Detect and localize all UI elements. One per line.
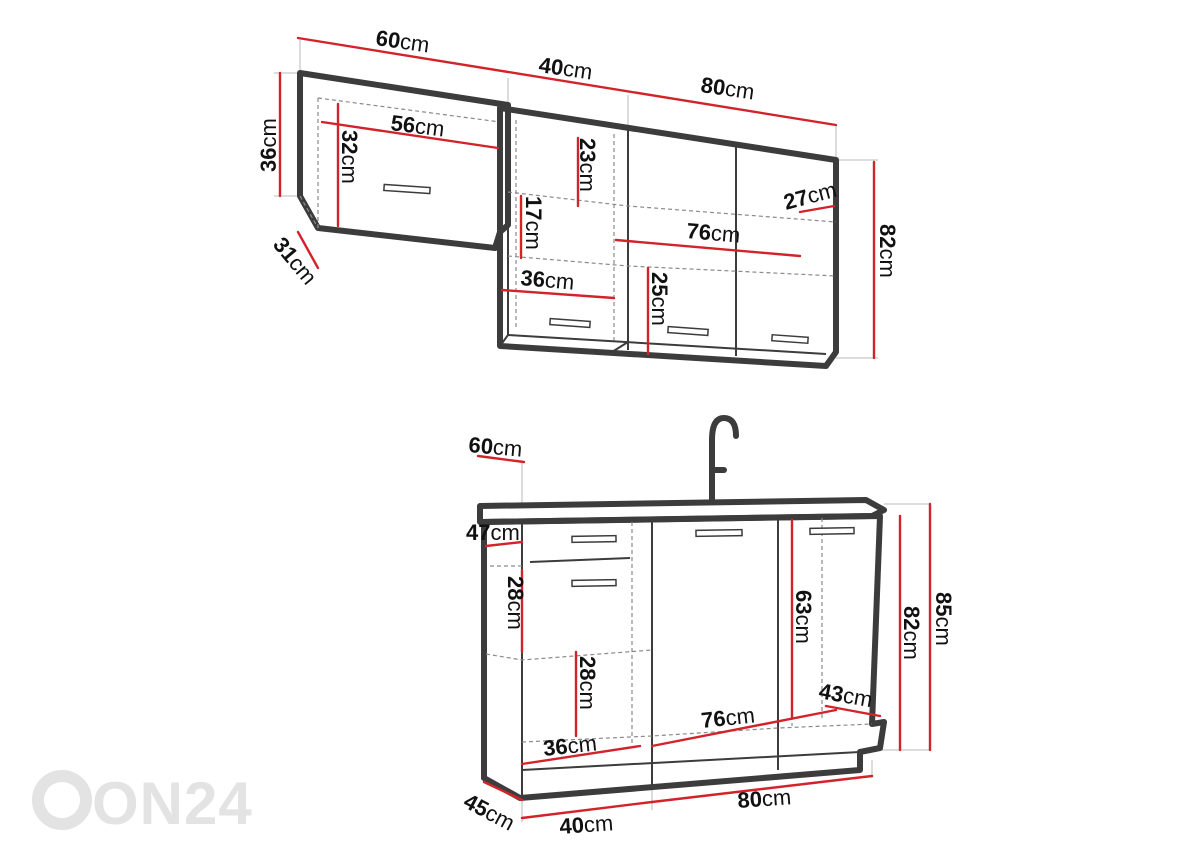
label-top-depth-60: 60cm	[468, 432, 524, 462]
label-shelf-28: 28cm	[575, 656, 600, 710]
base-cabinet-drawing	[476, 415, 932, 822]
label-drawer-47: 47cm	[466, 520, 520, 545]
label-inner-36: 36cm	[542, 730, 598, 760]
label-inner-76: 76cm	[700, 702, 756, 732]
label-shelf-17: 17cm	[521, 196, 546, 250]
base-cabinet-labels: 60cm 47cm 28cm 28cm 36cm 76cm 63cm 43cm …	[460, 432, 956, 839]
label-depth-43: 43cm	[817, 678, 874, 712]
dim-line-top	[296, 36, 838, 127]
label-width-80: 80cm	[737, 784, 792, 813]
label-inner-76: 76cm	[686, 218, 742, 248]
wall-cabinet-labels: 60cm 40cm 80cm 36cm 56cm 32cm 31cm 23cm …	[256, 25, 900, 326]
label-right-82: 82cm	[875, 224, 900, 278]
wall-cabinet-drawing	[274, 36, 878, 369]
label-width-40: 40cm	[559, 810, 614, 839]
label-depth-27: 27cm	[781, 177, 839, 215]
watermark-text: ON24	[92, 770, 253, 837]
label-top-60: 60cm	[374, 25, 431, 57]
label-shelf-23: 23cm	[575, 138, 600, 192]
label-drawer-28: 28cm	[503, 576, 528, 630]
label-inner-56: 56cm	[389, 110, 445, 141]
watermark-logo: ON24	[32, 770, 253, 837]
label-inner-32: 32cm	[337, 130, 362, 184]
label-height-82: 82cm	[899, 606, 924, 660]
label-left-36: 36cm	[256, 118, 281, 172]
label-inner-63: 63cm	[791, 590, 816, 644]
label-inner-36: 36cm	[520, 265, 576, 295]
label-top-80: 80cm	[699, 72, 756, 104]
label-top-40: 40cm	[537, 52, 594, 84]
label-height-85: 85cm	[931, 592, 956, 646]
label-shelf-25: 25cm	[647, 272, 672, 326]
